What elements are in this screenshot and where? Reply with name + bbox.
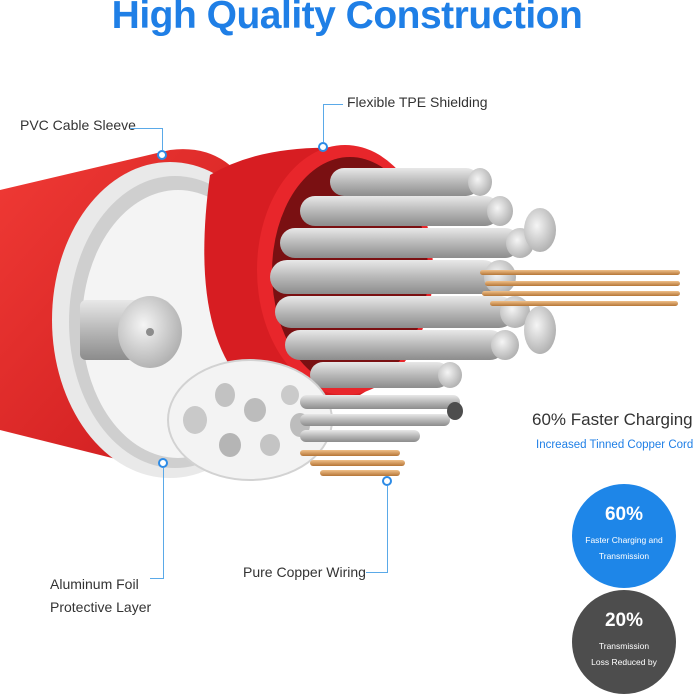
badge-faster-charging: 60% Faster Charging and Transmission bbox=[572, 484, 676, 588]
callout-line-tpe-vertical bbox=[323, 104, 324, 142]
aluminum-strand-end bbox=[80, 296, 182, 368]
badge-line1: Faster Charging and bbox=[585, 535, 663, 545]
label-pvc-cable-sleeve: PVC Cable Sleeve bbox=[20, 117, 136, 133]
feature-title: 60% Faster Charging bbox=[532, 410, 693, 429]
callout-line-tpe-horizontal bbox=[323, 104, 343, 105]
fine-strand-bundle bbox=[167, 359, 463, 481]
callout-dot-pvc bbox=[157, 150, 167, 160]
badge-transmission-loss: 20% Transmission Loss Reduced by bbox=[572, 590, 676, 694]
callout-line-pvc-horizontal bbox=[130, 128, 162, 129]
callout-line-aluminum-vertical bbox=[163, 468, 164, 578]
feature-subtitle: Increased Tinned Copper Cord bbox=[536, 439, 694, 451]
badge-line2: Transmission bbox=[598, 551, 650, 561]
page-title: High Quality Construction bbox=[111, 0, 583, 37]
label-aluminum-foil-line2: Protective Layer bbox=[50, 599, 152, 615]
badge-value: 60% bbox=[604, 504, 644, 525]
badge-line2: Loss Reduced by bbox=[591, 657, 657, 667]
callout-line-copper-horizontal bbox=[366, 572, 388, 573]
callout-dot-copper bbox=[382, 476, 392, 486]
label-aluminum-foil-line1: Aluminum Foil bbox=[50, 576, 139, 592]
callout-dot-tpe bbox=[318, 142, 328, 152]
callout-line-copper-vertical bbox=[387, 486, 388, 572]
callout-dot-aluminum bbox=[158, 458, 168, 468]
cable-cross-section-illustration bbox=[0, 145, 680, 481]
badge-value: 20% bbox=[604, 610, 644, 631]
steel-strand-bundle bbox=[270, 168, 556, 388]
callout-line-pvc-vertical bbox=[162, 128, 163, 150]
callout-line-aluminum-horizontal bbox=[150, 578, 164, 579]
label-pure-copper-wiring: Pure Copper Wiring bbox=[243, 564, 366, 580]
copper-wires bbox=[480, 270, 680, 306]
label-flexible-tpe-shielding: Flexible TPE Shielding bbox=[347, 94, 488, 110]
badge-line1: Transmission bbox=[598, 641, 650, 651]
